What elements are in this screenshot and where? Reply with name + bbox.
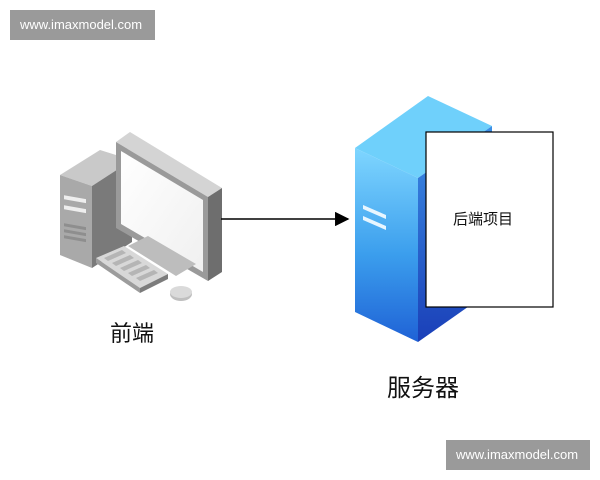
frontend-label: 前端 [110, 322, 155, 347]
watermark-top: www.imaxmodel.com [10, 10, 155, 40]
computer-tower [60, 150, 132, 268]
computer-keyboard [96, 246, 168, 293]
backend-project-label: 后端项目 [453, 210, 514, 228]
backend-project-box [425, 131, 554, 308]
computer-monitor [116, 132, 222, 281]
desktop-computer-icon [60, 132, 222, 301]
computer-mouse [170, 286, 192, 301]
server-label: 服务器 [387, 374, 459, 402]
watermark-bottom: www.imaxmodel.com [446, 440, 590, 470]
